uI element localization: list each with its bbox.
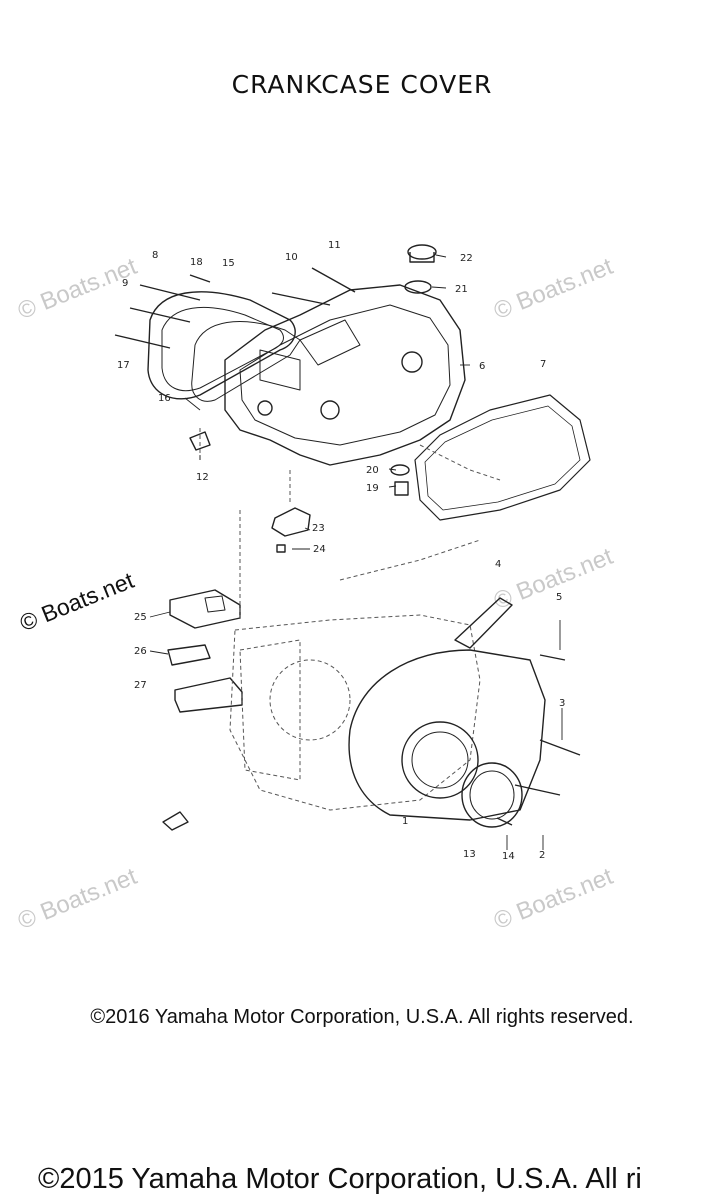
callout-number: 7 <box>540 359 546 370</box>
cover-gasket-front <box>454 597 513 649</box>
callout-number: 3 <box>559 698 565 709</box>
callout-number: 10 <box>285 252 298 263</box>
o-ring <box>404 280 432 294</box>
callout-number: 26 <box>134 646 147 657</box>
copyright-notice-2015: ©2015 Yamaha Motor Corporation, U.S.A. A… <box>38 1163 642 1195</box>
callout-number: 1 <box>402 816 408 827</box>
callout-number: 9 <box>122 278 128 289</box>
bracket <box>167 644 211 666</box>
callout-number: 6 <box>479 361 485 372</box>
callout-number: 24 <box>313 544 326 555</box>
oil-filler-cap <box>407 244 437 260</box>
breather-box <box>169 589 241 629</box>
callout-number: 21 <box>455 284 468 295</box>
copyright-notice-2016: ©2016 Yamaha Motor Corporation, U.S.A. A… <box>90 1006 634 1028</box>
callout-number: 15 <box>222 258 235 269</box>
callout-number: 11 <box>328 240 341 251</box>
callout-number: 20 <box>366 465 379 476</box>
callout-number: 13 <box>463 849 476 860</box>
callout-number: 4 <box>495 559 501 570</box>
front-cover <box>348 649 546 821</box>
callout-number: 2 <box>539 850 545 861</box>
page-title: CRANKCASE COVER <box>231 70 493 99</box>
callout-number: 8 <box>152 250 158 261</box>
callout-number: 12 <box>196 472 209 483</box>
inspection-cap <box>461 762 523 828</box>
callout-number: 19 <box>366 483 379 494</box>
callout-number: 17 <box>117 360 130 371</box>
crankcase-cover <box>224 284 466 466</box>
callout-number: 23 <box>312 523 325 534</box>
callout-number: 14 <box>502 851 515 862</box>
plug <box>189 431 211 451</box>
callout-number: 27 <box>134 680 147 691</box>
screw <box>139 284 201 301</box>
side-gasket <box>414 394 591 521</box>
callout-number: 5 <box>556 592 562 603</box>
callout-number: 22 <box>460 253 473 264</box>
breather-cover <box>271 507 311 537</box>
callout-number: 18 <box>190 257 203 268</box>
callout-number: 16 <box>158 393 171 404</box>
cover-gasket <box>191 321 301 402</box>
grommet <box>174 677 243 713</box>
callout-number: 25 <box>134 612 147 623</box>
